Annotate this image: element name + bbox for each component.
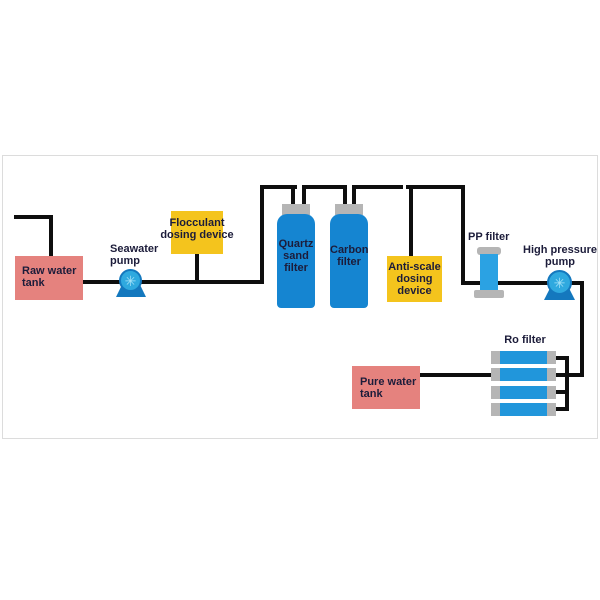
quartz-filter-cap [282,204,310,215]
pure-water-tank: Pure water tank [352,366,420,409]
pipe-ro-stub-2 [556,373,569,377]
pipe-ro-stub-1 [556,356,569,360]
pipe-manifold-riser [260,185,264,284]
pipe-inlet-horizontal [14,215,53,219]
impeller-icon: ✳ [553,274,566,291]
quartz-sand-filter: Quartz sand filter [277,214,315,308]
pipe-top-run-1 [260,185,297,189]
ro-membrane-1 [500,351,547,364]
flocculant-dosing-device [171,211,223,254]
pp-filter-top-cap [477,247,501,255]
ro-membrane-4-right-cap [547,403,556,416]
flocculant-dosing-device-label: Flocculant dosing device [160,217,234,241]
pipe-right-riser [461,185,465,285]
high-pressure-pump-label: High pressure pump [523,244,597,268]
pipe-ro-header [565,356,569,411]
pp-filter-label: PP filter [468,231,510,243]
ro-membrane-2-right-cap [547,368,556,381]
ro-membrane-3-left-cap [491,386,500,399]
pipe-tank-to-riser [83,280,264,284]
ro-membrane-3-right-cap [547,386,556,399]
ro-membrane-2-left-cap [491,368,500,381]
anti-scale-dosing-device-label: Anti-scale dosing device [388,261,441,297]
pipe-top-run-4 [406,185,465,189]
raw-water-tank: Raw water tank [15,256,83,300]
seawater-pump-label: Seawater pump [110,243,159,267]
carbon-filter-cap [335,204,363,215]
impeller-icon: ✳ [124,272,137,289]
pipe-ro-to-pure-tank [420,373,491,377]
raw-water-tank-label: Raw water [22,265,77,277]
pipe-quartz-outlet-riser [302,185,306,205]
raw-water-tank-label: tank [22,277,45,289]
ro-membrane-2 [500,368,547,381]
pure-water-tank-label: tank [360,388,383,400]
pipe-carbon-inlet-drop [343,185,347,205]
high-pressure-pump-icon: ✳ [547,270,572,295]
pipe-hp-pump-down [580,281,584,377]
pipe-top-run-3 [352,185,403,189]
ro-filter-label: Ro filter [504,334,546,346]
anti-scale-dosing-device [387,256,442,302]
pipe-carbon-outlet-riser [352,185,356,205]
carbon-filter: Carbon filter [330,214,369,308]
pure-water-tank-label: Pure water [360,376,417,388]
seawater-pump-icon: ✳ [119,269,142,292]
pipe-to-hp-pump [461,281,584,285]
ro-membrane-3 [500,386,547,399]
pp-filter [480,254,498,291]
ro-membrane-4 [500,403,547,416]
carbon-filter-label: Carbon filter [330,244,369,268]
pipe-inlet-vertical [49,215,53,257]
pipe-antiscale-drop [409,187,413,256]
ro-membrane-1-right-cap [547,351,556,364]
pipe-top-run-2 [302,185,347,189]
ro-membrane-1-left-cap [491,351,500,364]
pipe-quartz-inlet-drop [291,185,295,205]
pipe-ro-corner [567,373,584,377]
pipe-ro-stub-3 [556,390,569,394]
pipe-ro-stub-4 [556,407,569,411]
pp-filter-bottom-cap [474,290,504,298]
quartz-sand-filter-label: Quartz sand filter [278,238,314,274]
diagram-frame-border [2,155,598,439]
ro-membrane-4-left-cap [491,403,500,416]
pipe-flocculant-riser [195,253,199,284]
